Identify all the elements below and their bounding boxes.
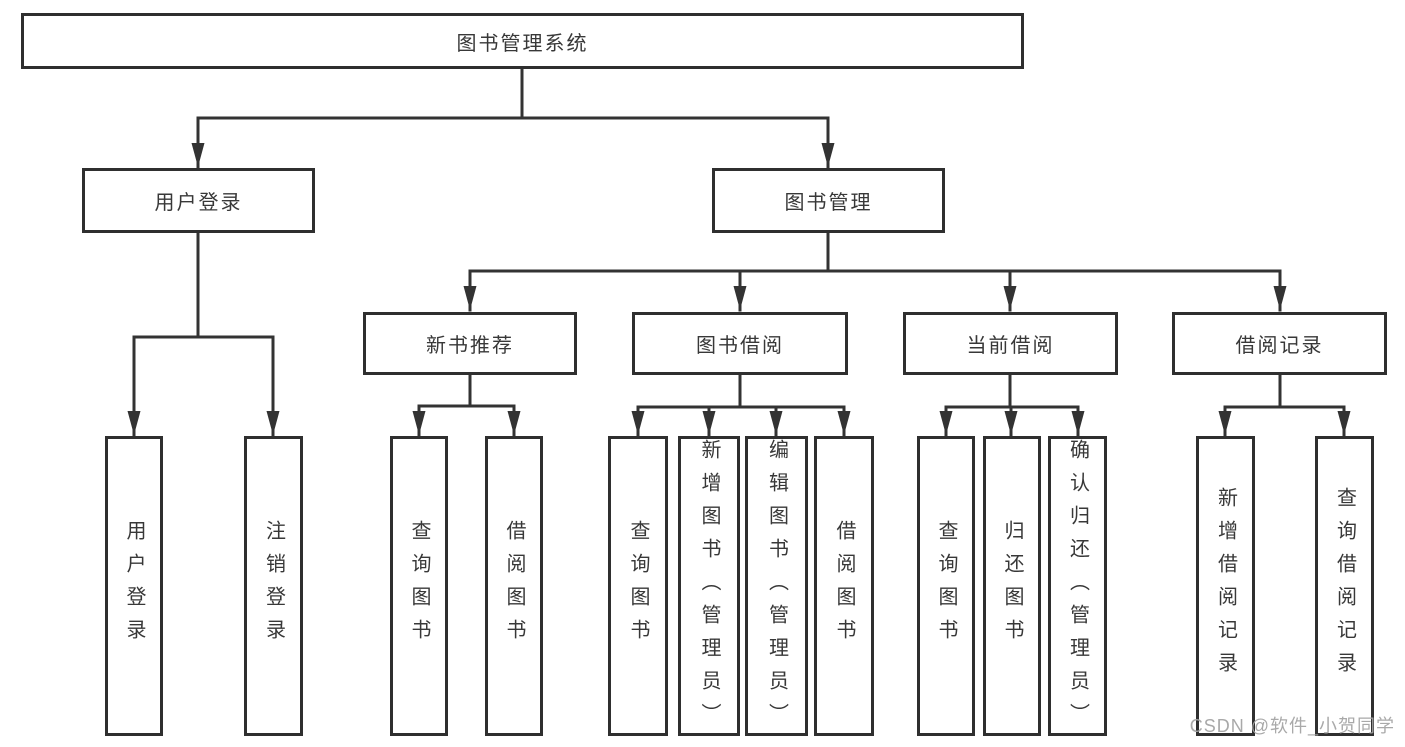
leaf-edit-books-admin-label: 编辑图书（管理员） bbox=[765, 439, 788, 736]
node-system-root: 图书管理系统 bbox=[21, 13, 1024, 69]
node-book-borrow-label: 图书借阅 bbox=[696, 335, 784, 357]
leaf-confirm-return-admin: 确认归还（管理员） bbox=[1048, 436, 1107, 736]
node-book-borrow: 图书借阅 bbox=[632, 312, 848, 375]
leaf-user-login: 用户登录 bbox=[105, 436, 163, 736]
node-book-management-label: 图书管理 bbox=[784, 192, 873, 214]
leaf-query-books-current-label: 查询图书 bbox=[935, 520, 957, 652]
leaf-query-borrow-record: 查询借阅记录 bbox=[1315, 436, 1374, 736]
leaf-confirm-return-admin-label: 确认归还（管理员） bbox=[1066, 439, 1089, 736]
leaf-add-borrow-record: 新增借阅记录 bbox=[1196, 436, 1255, 736]
node-new-book-recommend-label: 新书推荐 bbox=[426, 335, 514, 357]
leaf-query-borrow-record-label: 查询借阅记录 bbox=[1333, 487, 1356, 685]
leaf-borrow-books-recommend-label: 借阅图书 bbox=[503, 520, 525, 652]
leaf-add-borrow-record-label: 新增借阅记录 bbox=[1214, 487, 1237, 685]
leaf-borrow-books-recommend: 借阅图书 bbox=[485, 436, 543, 736]
node-user-login-label: 用户登录 bbox=[154, 192, 243, 214]
leaf-return-books: 归还图书 bbox=[983, 436, 1041, 736]
node-user-login: 用户登录 bbox=[82, 168, 315, 233]
leaf-add-books-admin-label: 新增图书（管理员） bbox=[698, 439, 720, 736]
leaf-borrow-books: 借阅图书 bbox=[814, 436, 874, 736]
node-current-borrow: 当前借阅 bbox=[903, 312, 1118, 375]
leaf-query-books-recommend: 查询图书 bbox=[390, 436, 448, 736]
node-borrow-records-label: 借阅记录 bbox=[1235, 335, 1324, 357]
leaf-logout: 注销登录 bbox=[244, 436, 303, 736]
leaf-query-books-borrow-label: 查询图书 bbox=[627, 520, 649, 652]
watermark-text: CSDN @软件_小贺同学 bbox=[1189, 716, 1395, 736]
node-system-root-label: 图书管理系统 bbox=[456, 32, 589, 55]
leaf-edit-books-admin: 编辑图书（管理员） bbox=[745, 436, 808, 736]
leaf-return-books-label: 归还图书 bbox=[1001, 520, 1023, 652]
leaf-user-login-label: 用户登录 bbox=[123, 520, 145, 652]
leaf-query-books-current: 查询图书 bbox=[917, 436, 975, 736]
node-new-book-recommend: 新书推荐 bbox=[363, 312, 577, 375]
leaf-logout-label: 注销登录 bbox=[262, 520, 285, 652]
leaf-query-books-recommend-label: 查询图书 bbox=[408, 520, 430, 652]
node-current-borrow-label: 当前借阅 bbox=[966, 335, 1055, 357]
leaf-add-books-admin: 新增图书（管理员） bbox=[678, 436, 740, 736]
leaf-borrow-books-label: 借阅图书 bbox=[833, 520, 855, 652]
node-book-management: 图书管理 bbox=[712, 168, 945, 233]
leaf-query-books-borrow: 查询图书 bbox=[608, 436, 668, 736]
node-borrow-records: 借阅记录 bbox=[1172, 312, 1387, 375]
